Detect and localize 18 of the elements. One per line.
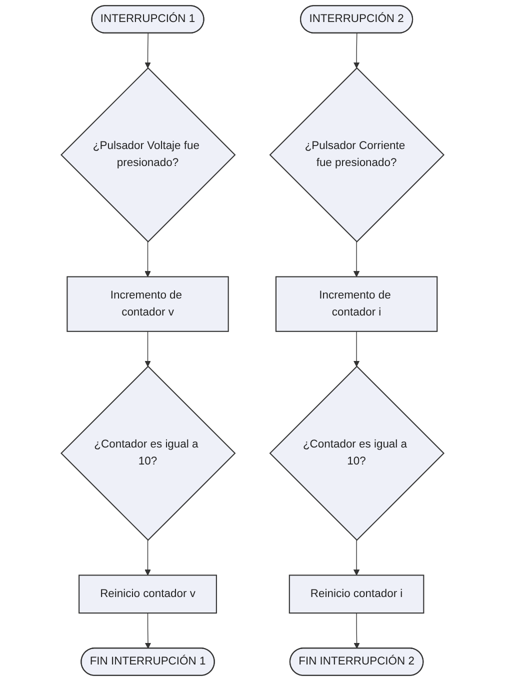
node-box: Incremento de contador i xyxy=(275,276,438,332)
node-box: Reinicio contador v xyxy=(78,574,217,614)
node-diamond: ¿Pulsador Corriente fue presionado? xyxy=(269,67,445,242)
arrow xyxy=(353,331,360,367)
node-diamond: ¿Pulsador Voltaje fue presionado? xyxy=(60,67,236,242)
arrow xyxy=(144,241,151,278)
arrow xyxy=(353,32,360,68)
arrow xyxy=(144,331,151,367)
arrow xyxy=(353,241,360,278)
node-box: Reinicio contador i xyxy=(288,574,424,614)
arrow xyxy=(353,540,360,576)
arrow xyxy=(144,540,151,576)
arrow xyxy=(144,612,152,649)
arrow xyxy=(354,612,360,649)
node-box: Incremento de contador v xyxy=(66,276,229,332)
node-diamond: ¿Contador es igual a 10? xyxy=(269,366,445,541)
node-diamond: ¿Contador es igual a 10? xyxy=(60,366,236,541)
arrow xyxy=(144,32,151,68)
